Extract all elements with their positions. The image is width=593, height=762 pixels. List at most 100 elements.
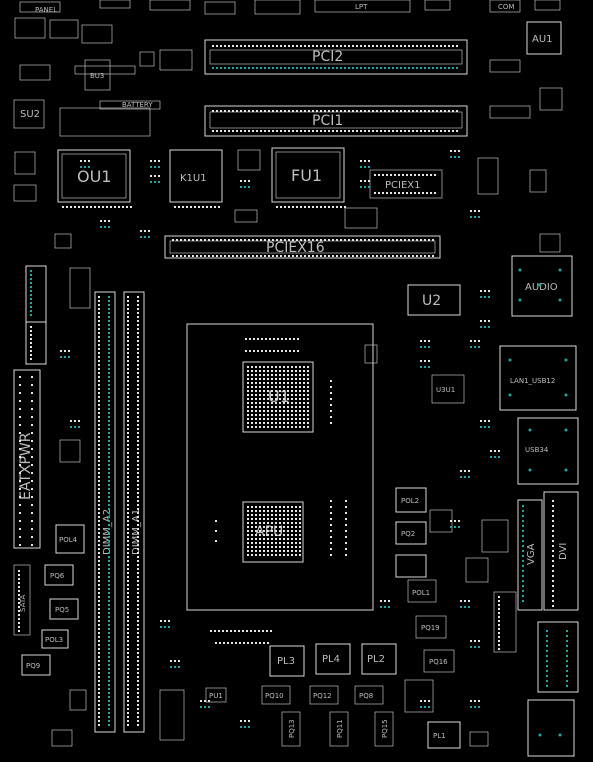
pin-pad bbox=[108, 572, 110, 574]
pin-pad bbox=[490, 450, 492, 452]
pin-pad bbox=[98, 604, 100, 606]
pin-pad bbox=[256, 45, 258, 47]
pin-pad bbox=[127, 436, 129, 438]
pin-pad bbox=[271, 550, 273, 552]
pin-pad bbox=[137, 508, 139, 510]
pin-pad bbox=[522, 505, 524, 507]
pin-pad bbox=[460, 470, 462, 472]
pin-pad bbox=[137, 504, 139, 506]
pin-pad bbox=[332, 67, 334, 69]
pin-pad bbox=[108, 580, 110, 582]
pin-pad bbox=[287, 522, 289, 524]
pin-pad bbox=[108, 536, 110, 538]
pin-pad bbox=[80, 160, 82, 162]
pin-pad bbox=[252, 45, 254, 47]
u2-label: U2 bbox=[422, 293, 441, 309]
pin-pad bbox=[464, 600, 466, 602]
pin-pad bbox=[259, 526, 261, 528]
pin-pad bbox=[176, 255, 178, 257]
pin-pad bbox=[376, 255, 378, 257]
pin-pad bbox=[174, 660, 176, 662]
pin-pad bbox=[566, 650, 568, 652]
pin-pad bbox=[137, 472, 139, 474]
pin-pad bbox=[251, 530, 253, 532]
pin-pad bbox=[388, 130, 390, 132]
pin-pad bbox=[127, 432, 129, 434]
pin-pad bbox=[360, 166, 362, 168]
pin-pad bbox=[255, 382, 257, 384]
pin-pad bbox=[224, 130, 226, 132]
pin-pad bbox=[108, 592, 110, 594]
pin-pad bbox=[220, 239, 222, 241]
pin-pad bbox=[251, 390, 253, 392]
pin-pad bbox=[291, 378, 293, 380]
pin-pad bbox=[268, 67, 270, 69]
pin-pad bbox=[98, 412, 100, 414]
pin-pad bbox=[244, 239, 246, 241]
pin-pad bbox=[108, 504, 110, 506]
pin-pad bbox=[255, 366, 257, 368]
pin-pad bbox=[356, 239, 358, 241]
pin-pad bbox=[256, 255, 258, 257]
pin-pad bbox=[251, 386, 253, 388]
pin-pad bbox=[382, 192, 384, 194]
pin-pad bbox=[137, 460, 139, 462]
pin-pad bbox=[137, 316, 139, 318]
pin-pad bbox=[287, 390, 289, 392]
pin-pad bbox=[108, 664, 110, 666]
pin-pad bbox=[212, 45, 214, 47]
pin-pad bbox=[336, 110, 338, 112]
pin-pad bbox=[292, 239, 294, 241]
pin-pad bbox=[295, 410, 297, 412]
pin-pad bbox=[287, 406, 289, 408]
pin-pad bbox=[255, 522, 257, 524]
pin-pad bbox=[236, 45, 238, 47]
pin-pad bbox=[247, 534, 249, 536]
pin-pad bbox=[384, 130, 386, 132]
pin-pad bbox=[291, 382, 293, 384]
pin-pad bbox=[268, 110, 270, 112]
pin-pad bbox=[312, 239, 314, 241]
pin-pad bbox=[287, 418, 289, 420]
pin-pad bbox=[307, 390, 309, 392]
pin-pad bbox=[498, 604, 500, 606]
pin-pad bbox=[304, 255, 306, 257]
pin-pad bbox=[98, 408, 100, 410]
pin-pad bbox=[18, 578, 20, 580]
pin-pad bbox=[330, 500, 332, 502]
pin-pad bbox=[348, 45, 350, 47]
right-edge-components: AU1 AUDIO LAN1_USB12 USB34 VGA DVI bbox=[477, 21, 579, 757]
pin-pad bbox=[236, 110, 238, 112]
pin-pad bbox=[330, 554, 332, 556]
pin-pad bbox=[424, 239, 426, 241]
pin-pad bbox=[255, 534, 257, 536]
pin-pad bbox=[291, 518, 293, 520]
pin-pad bbox=[108, 624, 110, 626]
pin-pad bbox=[364, 166, 366, 168]
pin-pad bbox=[552, 530, 554, 532]
pin-pad bbox=[144, 236, 146, 238]
pin-pad bbox=[330, 380, 332, 382]
pin-pad bbox=[396, 45, 398, 47]
pin-pad bbox=[267, 534, 269, 536]
pin-pad bbox=[247, 402, 249, 404]
pin-pad bbox=[299, 426, 301, 428]
pin-pad bbox=[30, 290, 32, 292]
pin-pad bbox=[348, 130, 350, 132]
pin-pad bbox=[98, 708, 100, 710]
pin-pad bbox=[300, 206, 302, 208]
pin-pad bbox=[30, 306, 32, 308]
pin-pad bbox=[240, 67, 242, 69]
pin-pad bbox=[281, 350, 283, 352]
pin-pad bbox=[259, 514, 261, 516]
pin-pad bbox=[267, 530, 269, 532]
pin-pad bbox=[480, 320, 482, 322]
pin-pad bbox=[98, 516, 100, 518]
pin-pad bbox=[137, 664, 139, 666]
pin-pad bbox=[127, 488, 129, 490]
pin-pad bbox=[416, 255, 418, 257]
pin-pad bbox=[267, 366, 269, 368]
pin-pad bbox=[360, 160, 362, 162]
pin-pad bbox=[312, 130, 314, 132]
pl3-label: PL3 bbox=[277, 656, 295, 667]
